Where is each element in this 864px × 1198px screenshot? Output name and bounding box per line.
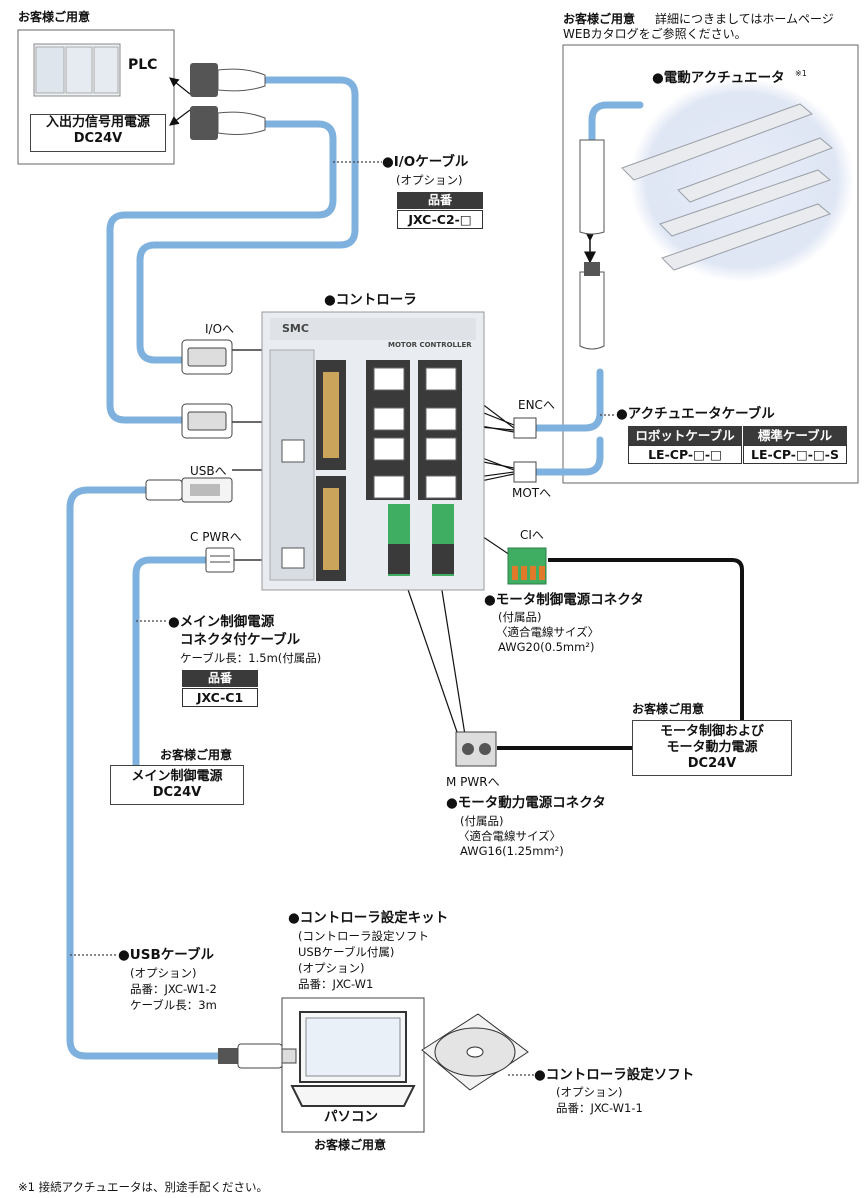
encoder-up-path [588, 101, 644, 144]
io-cable-option: (オプション) [396, 173, 463, 187]
usb-cable-path [66, 486, 222, 1060]
enc-port-label: ENCへ [518, 398, 555, 412]
setting-kit-l4: 品番：JXC-W1 [298, 977, 374, 991]
main-power-customer-label: お客様ご用意 [160, 748, 233, 762]
motor-ctrl-connector-l2: 〈適合電線サイズ〉 [496, 625, 600, 639]
motor-power-line3: DC24V [687, 756, 737, 771]
actuator-cable-col1: ロボットケーブル [628, 426, 742, 445]
actuator-customer-label: お客様ご用意 [563, 12, 636, 26]
cpwr-cable-path [132, 556, 211, 769]
main-power-cable-part-header: 品番 [182, 670, 258, 687]
io-cable-part-header: 品番 [397, 192, 483, 209]
mot-port-label: MOTへ [512, 486, 552, 500]
motor-ctrl-connector-title: ●モータ制御電源コネクタ [484, 592, 644, 608]
controller-model: MOTOR CONTROLLER [388, 341, 472, 349]
actuator-note-mark: ※1 [795, 69, 807, 78]
pc-customer-label: お客様ご用意 [314, 1138, 387, 1152]
io-power-line2: DC24V [73, 131, 123, 146]
cpwr-port-label: C PWRへ [190, 530, 242, 544]
motor-drive-connector-l1: (付属品) [460, 814, 504, 828]
controller-brand: SMC [282, 322, 309, 335]
motor-ctrl-connector-l1: (付属品) [498, 610, 542, 624]
io-power-box: 入出力信号用電源 DC24V [30, 114, 166, 152]
main-power-cable-title2: コネクタ付ケーブル [180, 632, 301, 648]
web-note: 詳細につきましてはホームページ [655, 12, 834, 26]
actuator-cable-col2: 標準ケーブル [743, 426, 847, 445]
mpwr-connector [455, 731, 497, 767]
usb-b-connector [145, 477, 233, 503]
usb-cable-l1: (オプション) [130, 966, 197, 980]
software-l1: (オプション) [556, 1085, 623, 1099]
software-title: ●コントローラ設定ソフト [534, 1067, 695, 1083]
io-cable-title: ●I/Oケーブル [382, 154, 469, 170]
motor-power-customer-label: お客様ご用意 [632, 702, 705, 716]
usb-cable-l3: ケーブル長：3m [130, 998, 217, 1012]
software-l2: 品番：JXC-W1-1 [556, 1101, 643, 1115]
actuator-cable-val2: LE-CP-□-□-S [743, 445, 847, 464]
actuator-cable-val1: LE-CP-□-□ [628, 445, 742, 464]
plc-unit [33, 43, 121, 97]
plc-customer-label: お客様ご用意 [18, 10, 91, 24]
motor-power-line1: モータ制御および [659, 724, 764, 739]
mpwr-port-label: M PWRへ [446, 775, 500, 789]
cpwr-connector [205, 547, 235, 573]
pc-label: パソコン [324, 1109, 378, 1125]
setting-kit-title: ●コントローラ設定キット [288, 910, 449, 926]
io-cable-part-no: JXC-C2-□ [397, 210, 483, 229]
setting-kit-l1: (コントローラ設定ソフト [298, 929, 429, 943]
mot-cable-path [531, 436, 604, 476]
dsub-connectors [181, 339, 233, 439]
actuator-cable-path [531, 368, 604, 432]
io-power-line1: 入出力信号用電源 [45, 115, 150, 130]
ci-port-label: CIへ [520, 528, 544, 542]
setting-kit-l3: (オプション) [298, 961, 365, 975]
main-power-cable-length: ケーブル長：1.5m(付属品) [180, 651, 322, 665]
plc-label: PLC [128, 57, 158, 73]
motor-drive-connector-l2: 〈適合電線サイズ〉 [458, 829, 562, 843]
web-note-2: WEBカタログをご参照ください。 [563, 27, 747, 41]
main-power-cable-title: ●メイン制御電源 [168, 614, 275, 630]
motor-power-line2: モータ動力電源 [666, 740, 758, 755]
usb-cable-l2: 品番：JXC-W1-2 [130, 982, 217, 996]
ci-connector [507, 547, 547, 585]
io-cable-path-1 [136, 76, 359, 364]
main-power-cable-part-no: JXC-C1 [182, 688, 258, 707]
ci-power-line [548, 558, 744, 720]
footnote: ※1 接続アクチュエータは、別途手配ください。 [18, 1180, 269, 1194]
main-power-box: メイン制御電源 DC24V [110, 765, 244, 805]
motor-drive-connector-title: ●モータ動力電源コネクタ [446, 795, 606, 811]
io-cable-path-2 [106, 120, 337, 424]
main-power-line1: メイン制御電源 [131, 769, 223, 784]
usb-cable-title: ●USBケーブル [118, 947, 214, 963]
motor-drive-connector-l3: AWG16(1.25mm²) [460, 844, 564, 858]
setting-kit-l2: USBケーブル付属) [298, 945, 395, 959]
actuator-cable-ends [579, 139, 605, 350]
io-port-label: I/Oへ [205, 322, 235, 336]
laptop [290, 1011, 416, 1107]
enc-mot-connectors [513, 417, 537, 483]
actuator-products [621, 103, 833, 271]
usb-a-plug [218, 1043, 297, 1069]
motor-ctrl-connector-l3: AWG20(0.5mm²) [498, 640, 595, 654]
actuator-title: ●電動アクチュエータ [652, 70, 785, 86]
usb-port-label: USBへ [190, 464, 227, 478]
main-power-line2: DC24V [152, 785, 202, 800]
software-disc [421, 1013, 529, 1091]
controller-unit [261, 311, 485, 591]
actuator-cable-title: ●アクチュエータケーブル [616, 406, 775, 422]
io-cable-ends [190, 63, 266, 140]
controller-title: ●コントローラ [324, 292, 417, 308]
motor-power-box: モータ制御および モータ動力電源 DC24V [632, 720, 792, 776]
